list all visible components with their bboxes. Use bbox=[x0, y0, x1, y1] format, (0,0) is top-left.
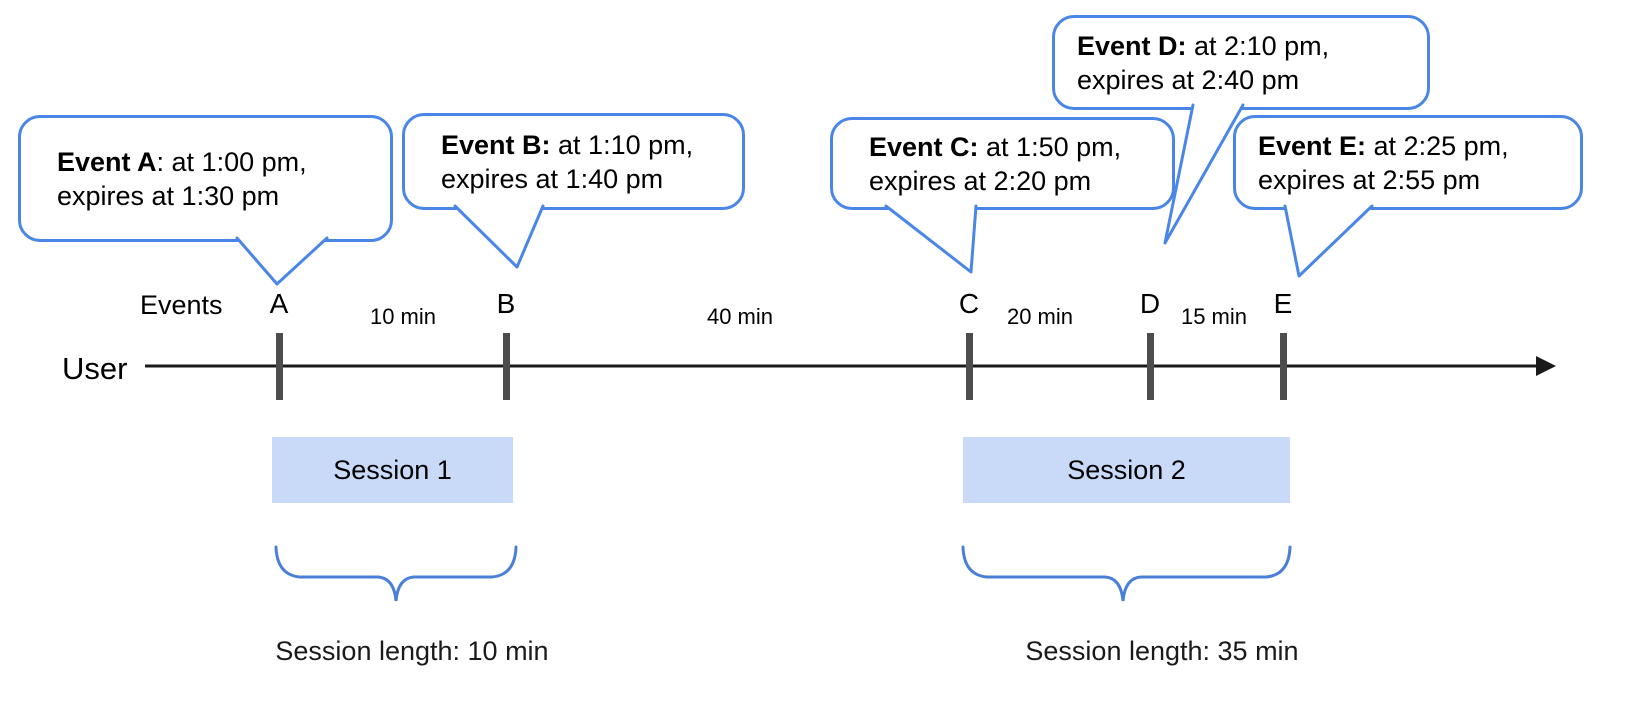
interval-c-d-label: 20 min bbox=[1006, 304, 1074, 329]
event-a-callout-tail bbox=[235, 236, 329, 286]
session-2-length-caption: Session length: 35 min bbox=[1025, 636, 1299, 666]
interval-a-b-label: 10 min bbox=[369, 304, 437, 329]
tick-label-e: E bbox=[1273, 288, 1293, 319]
event-e-expiry: expires at 2:55 pm bbox=[1258, 164, 1481, 195]
tick-mark-c bbox=[966, 333, 973, 400]
session-1-label: Session 1 bbox=[333, 454, 452, 485]
session-2-label: Session 2 bbox=[1067, 454, 1186, 485]
event-d-callout-tail bbox=[1163, 103, 1245, 245]
event-c-callout: Event C: at 1:50 pm,expires at 2:20 pm bbox=[830, 117, 1175, 210]
events-axis-label: Events bbox=[140, 290, 223, 320]
event-a-time: : at 1:00 pm, bbox=[156, 146, 307, 177]
tick-label-c: C bbox=[958, 288, 980, 319]
event-e-title: Event E: bbox=[1258, 130, 1367, 161]
event-d-title: Event D: bbox=[1077, 30, 1187, 61]
tick-mark-a bbox=[276, 333, 283, 400]
tick-mark-b bbox=[503, 333, 510, 400]
tick-label-b: B bbox=[496, 288, 516, 319]
event-a-expiry: expires at 1:30 pm bbox=[57, 180, 280, 211]
event-b-callout: Event B: at 1:10 pm,expires at 1:40 pm bbox=[402, 113, 745, 210]
event-d-callout-text: Event D: at 2:10 pm,expires at 2:40 pm bbox=[1055, 29, 1337, 97]
event-d-callout: Event D: at 2:10 pm,expires at 2:40 pm bbox=[1052, 15, 1430, 110]
session-1-length-caption: Session length: 10 min bbox=[275, 636, 549, 666]
event-a-title: Event A bbox=[57, 146, 157, 177]
event-b-expiry: expires at 1:40 pm bbox=[441, 163, 664, 194]
event-e-callout-tail bbox=[1283, 204, 1374, 278]
session-1-brace bbox=[274, 545, 518, 602]
event-b-time: at 1:10 pm, bbox=[550, 129, 694, 160]
event-d-time: at 2:10 pm, bbox=[1186, 30, 1330, 61]
event-c-callout-tail bbox=[884, 204, 978, 274]
event-c-expiry: expires at 2:20 pm bbox=[869, 165, 1092, 196]
event-b-callout-tail bbox=[453, 204, 545, 269]
tick-label-d: D bbox=[1139, 288, 1161, 319]
interval-d-e-label: 15 min bbox=[1180, 304, 1248, 329]
event-e-callout-text: Event E: at 2:25 pm,expires at 2:55 pm bbox=[1236, 129, 1517, 197]
tick-mark-d bbox=[1147, 333, 1154, 400]
session-2-box: Session 2 bbox=[963, 437, 1290, 503]
tick-mark-e bbox=[1280, 333, 1287, 400]
event-c-callout-text: Event C: at 1:50 pm,expires at 2:20 pm bbox=[833, 130, 1129, 198]
timeline-arrowhead-icon bbox=[1536, 356, 1556, 376]
event-a-callout-text: Event A: at 1:00 pm,expires at 1:30 pm bbox=[21, 145, 315, 213]
user-axis-label: User bbox=[62, 351, 128, 386]
session-2-brace bbox=[961, 545, 1292, 602]
event-e-time: at 2:25 pm, bbox=[1366, 130, 1509, 161]
event-e-callout: Event E: at 2:25 pm,expires at 2:55 pm bbox=[1233, 115, 1583, 210]
event-d-expiry: expires at 2:40 pm bbox=[1077, 64, 1300, 95]
interval-b-c-label: 40 min bbox=[706, 304, 774, 329]
event-b-callout-text: Event B: at 1:10 pm,expires at 1:40 pm bbox=[405, 128, 701, 196]
event-c-title: Event C: bbox=[869, 131, 979, 162]
tick-label-a: A bbox=[269, 288, 289, 319]
event-b-title: Event B: bbox=[441, 129, 551, 160]
event-c-time: at 1:50 pm, bbox=[978, 131, 1122, 162]
event-a-callout: Event A: at 1:00 pm,expires at 1:30 pm bbox=[18, 115, 393, 242]
session-1-box: Session 1 bbox=[272, 437, 513, 503]
